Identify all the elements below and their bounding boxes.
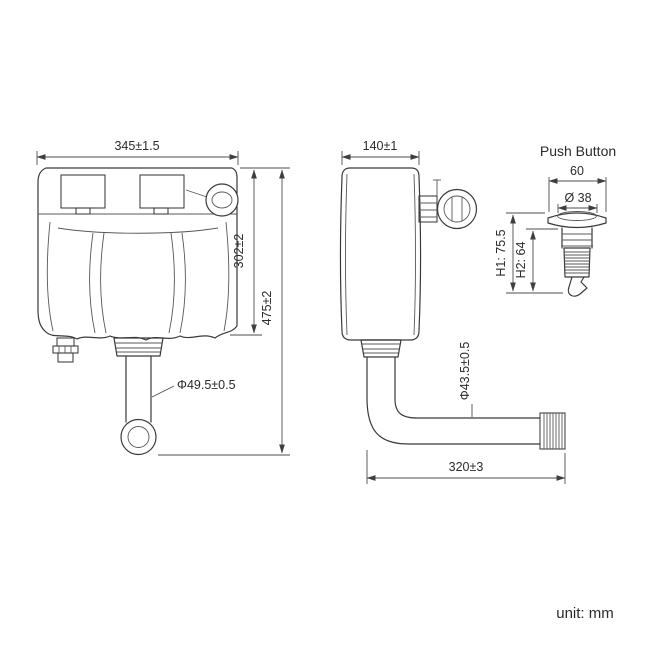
button-diameter-label: Ø 38 [564,191,591,205]
tank-side-wall-line [345,173,348,336]
pipe-elbow-bore [127,426,150,448]
cistern-front-outline [37,167,239,341]
front-outlet-label: Φ49.5±0.5 [177,378,236,392]
tank-contour-line [223,221,230,332]
tank-groove [179,232,186,334]
rim-tab [75,207,91,215]
tank-groove [89,232,96,334]
button-diameter-dimension: Ø 38 [557,191,598,213]
tank-side-wall-line [413,173,416,336]
front-width-dimension: 345±1.5 [36,139,239,165]
front-body-height-label: 302±2 [232,234,246,269]
leader-line [151,385,175,398]
side-view: 140±1 [339,139,566,484]
side-pipe-length-label: 320±3 [449,460,484,474]
side-width-label: 140±1 [363,139,398,153]
side-pipe-diameter-dimension: Φ43.5±0.5 [458,342,473,417]
button-h1-label: H1: 75.5 [494,229,508,276]
flush-pipe-side [360,339,566,450]
rod-bracket [418,195,438,223]
front-width-label: 345±1.5 [114,139,159,153]
button-h2-label: H2: 64 [514,242,528,279]
button-hook [567,276,588,297]
valve-cap-circle [205,183,239,217]
side-pipe-length-dimension: 320±3 [366,450,566,484]
button-drawing [547,211,607,297]
button-cap [547,212,607,229]
tank-groove [168,232,175,334]
fitting-segment [56,337,75,347]
fitting-segment [52,345,79,354]
push-button-title: Push Button [540,143,616,159]
flush-pipe-front [113,337,164,456]
front-outlet-dimension: Φ49.5±0.5 [151,378,236,398]
elbow-outer-edge [366,356,541,445]
knob-inner-ring [443,195,471,223]
tank-side-body [339,167,422,341]
push-rod-assembly [418,179,478,230]
unit-label: unit: mm [556,605,614,622]
outlet-coupling-side [360,339,402,358]
side-width-dimension: 140±1 [341,139,420,165]
side-button-knob [436,188,478,230]
front-total-height-label: 475±2 [260,291,274,326]
front-body-height-dimension: 302±2 [230,167,290,336]
button-threaded-body [563,247,591,278]
tank-groove [100,232,107,334]
button-face-ring [557,211,597,221]
elbow-inner-edge [394,356,541,419]
tank-contour-line [46,221,54,332]
outlet-coupling [113,337,164,357]
push-button-detail: Push Button 60 Ø 38 [494,143,616,297]
button-h2-dimension: H2: 64 [514,228,558,292]
rim-cutout-left [60,174,106,209]
button-width-dimension: 60 [548,164,607,212]
front-view: 345±1.5 [36,139,290,456]
side-pipe-diameter-label: Φ43.5±0.5 [458,342,472,401]
tank-contour-line [57,227,219,234]
cistern-side-outline [339,167,422,341]
pipe-elbow-end [120,418,157,456]
inlet-valve-fitting [52,337,79,363]
valve-cap-inner-ring [211,191,233,209]
button-width-label: 60 [570,164,584,178]
valve-cap-clip-line [185,189,208,198]
thread-end-body [539,412,566,450]
rim-cutout-right [139,174,185,209]
pipe-threaded-end [539,412,566,450]
button-h1-dimension: H1: 75.5 [494,212,563,294]
rim-tab [153,207,169,215]
front-total-height-dimension: 475±2 [158,169,290,456]
fitting-segment [57,352,74,363]
